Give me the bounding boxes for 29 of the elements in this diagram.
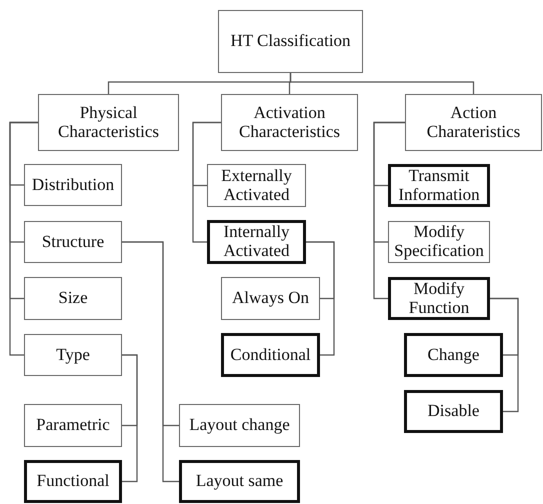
highlighted-category-box: Transmit Information (388, 164, 490, 207)
highlighted-category-box: Internally Activated (207, 220, 306, 264)
category-box: Modify Specification (388, 221, 490, 263)
category-box: Physical Characteristics (38, 94, 179, 151)
category-box: Distribution (24, 164, 122, 206)
category-box: Action Charateristics (405, 94, 542, 151)
category-box: Structure (24, 221, 122, 263)
category-box: Parametric (24, 404, 122, 447)
category-box: Layout change (179, 404, 300, 447)
category-box: HT Classification (218, 10, 363, 73)
category-box: Size (24, 277, 122, 320)
highlighted-category-box: Disable (404, 390, 503, 433)
category-box: Activation Characteristics (221, 94, 358, 151)
connector-line (373, 122, 405, 300)
connector-line (306, 241, 335, 356)
highlighted-category-box: Functional (24, 460, 122, 503)
connector-line (122, 354, 138, 482)
highlighted-category-box: Change (404, 333, 503, 377)
category-box: Always On (221, 277, 320, 320)
highlighted-category-box: Layout same (179, 460, 300, 503)
connector-line (9, 122, 38, 356)
connector-line (490, 298, 519, 412)
connector-line (192, 122, 221, 243)
connector-line (122, 241, 179, 482)
category-box: Externally Activated (207, 164, 306, 207)
category-box: Type (24, 334, 122, 376)
highlighted-category-box: Conditional (221, 333, 320, 377)
highlighted-category-box: Modify Function (388, 277, 490, 320)
connector-line (290, 73, 474, 94)
